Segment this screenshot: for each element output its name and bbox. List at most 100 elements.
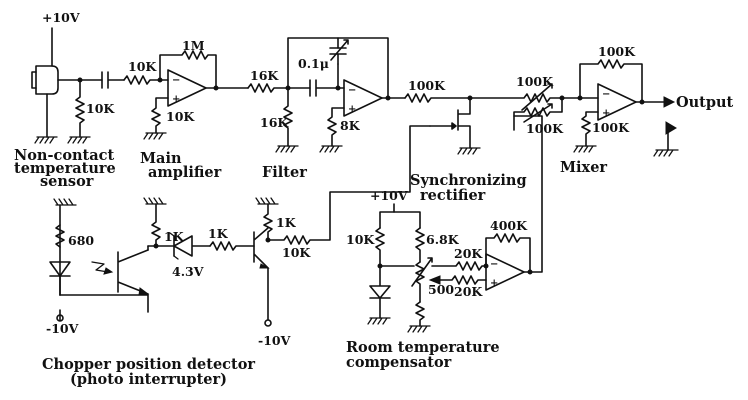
caption-chopper-line2: (photo interrupter)	[70, 371, 227, 388]
caption-sensor-line3: sensor	[40, 173, 94, 190]
svg-text:+: +	[490, 278, 498, 289]
caption-mixer: Mixer	[560, 159, 607, 176]
ground-symbol	[407, 325, 431, 333]
label-r-mix-in1: 100K	[516, 74, 554, 89]
label-r-mix-bias: 100K	[592, 120, 630, 135]
wire	[379, 211, 395, 229]
resistor	[415, 227, 425, 263]
label-r-comp-in2: 20K	[454, 284, 483, 299]
caption-sync-line1: Synchronizing	[410, 172, 527, 189]
label-r-mix-fb: 100K	[598, 44, 636, 59]
wire	[337, 37, 389, 99]
pot-mixer-2	[513, 97, 563, 131]
npn-transistor	[253, 227, 270, 269]
label-r-collector: 1K	[276, 215, 297, 230]
junction-dot	[385, 95, 391, 101]
resistor	[275, 87, 299, 153]
supply-plus10v-sensor: +10V	[42, 10, 80, 25]
pot-mixer-1	[469, 83, 599, 111]
label-r-sensor-shunt: 10K	[86, 101, 115, 116]
svg-text:+: +	[172, 94, 180, 105]
caption-room-line1: Room temperature	[346, 339, 500, 356]
terminal-icon	[264, 319, 272, 327]
label-r-rect-in: 100K	[408, 78, 446, 93]
junction-dot	[335, 85, 341, 91]
supply-minus10v-chopper: -10V	[46, 321, 79, 336]
fet-rectifier	[429, 97, 481, 155]
label-r-led: 680	[68, 233, 94, 248]
svg-text:−: −	[490, 259, 498, 270]
resistor	[579, 59, 643, 103]
caption-sensor-line1: Non-contact	[14, 147, 114, 164]
label-pot-comp: 500	[428, 282, 454, 297]
resistor	[319, 107, 345, 153]
resistor	[55, 224, 65, 248]
ground-symbol	[255, 197, 279, 205]
supply-plus10v-comp: +10V	[370, 188, 408, 203]
svg-text:+: +	[348, 104, 356, 115]
label-r-comp-in1: 20K	[454, 246, 483, 261]
svg-text:−: −	[348, 85, 356, 96]
junction-dot	[639, 99, 645, 105]
resistor	[143, 97, 169, 140]
svg-text:−: −	[602, 89, 610, 100]
label-c-filter: 0.1μ	[298, 56, 329, 71]
junction-dot	[213, 85, 219, 91]
resistor	[209, 241, 255, 251]
caption-sync-line2: rectifier	[420, 187, 486, 204]
label-r-drive-out: 10K	[282, 245, 311, 260]
diode	[369, 265, 391, 319]
output-arrow-icon	[665, 121, 677, 135]
label-zener: 4.3V	[172, 264, 204, 279]
junction-dot	[77, 77, 83, 83]
resistor	[123, 75, 169, 85]
label-r-filter-series: 16K	[250, 68, 279, 83]
op-amp-compensator: − +	[485, 253, 525, 291]
svg-text:−: −	[172, 75, 180, 86]
junction-dot	[527, 269, 533, 275]
caption-sensor-line2: temperature	[14, 160, 116, 177]
svg-text:+: +	[602, 108, 610, 119]
ground-symbol	[53, 198, 77, 206]
potentiometer	[411, 257, 433, 303]
output-arrow-icon	[663, 96, 676, 108]
capacitor	[287, 37, 349, 89]
junction-dot	[559, 95, 565, 101]
label-r-base: 1K	[208, 226, 229, 241]
ground-symbol	[143, 197, 167, 205]
caption-main-line2: amplifier	[148, 164, 222, 181]
op-amp-filter: − +	[343, 79, 383, 117]
resistor	[573, 111, 599, 153]
label-r-comp-fb: 400K	[490, 218, 528, 233]
zener-diode	[169, 232, 211, 260]
label-r-comp-top1: 10K	[346, 232, 375, 247]
light-ray-icon	[91, 261, 114, 275]
ground-symbol	[367, 317, 391, 325]
phototransistor	[117, 249, 150, 296]
ground-symbol	[34, 136, 58, 144]
resistor	[159, 50, 217, 89]
label-r-main-bias: 10K	[166, 109, 195, 124]
label-r-filter-shunt: 16K	[260, 115, 289, 130]
label-r-filter-bias: 8K	[340, 118, 361, 133]
op-amp-mixer: − +	[597, 83, 637, 121]
resistor	[375, 227, 385, 267]
wire	[513, 115, 543, 273]
label-r-mix-in2: 100K	[526, 121, 564, 136]
label-r-main-fb: 1M	[182, 38, 205, 53]
resistor	[67, 79, 91, 144]
resistor	[404, 93, 471, 103]
resistor	[147, 203, 161, 247]
resistor	[267, 125, 431, 245]
caption-filter: Filter	[262, 164, 307, 181]
caption-main-line1: Main	[140, 150, 182, 167]
wire	[393, 203, 421, 229]
label-r-comp-top2: 6.8K	[426, 232, 460, 247]
resistor	[485, 233, 531, 271]
wire	[59, 294, 149, 313]
resistor	[431, 261, 487, 271]
temperature-sensor-symbol	[31, 27, 103, 138]
caption-room-line2: compensator	[346, 354, 452, 371]
output-label: Output	[676, 94, 734, 111]
